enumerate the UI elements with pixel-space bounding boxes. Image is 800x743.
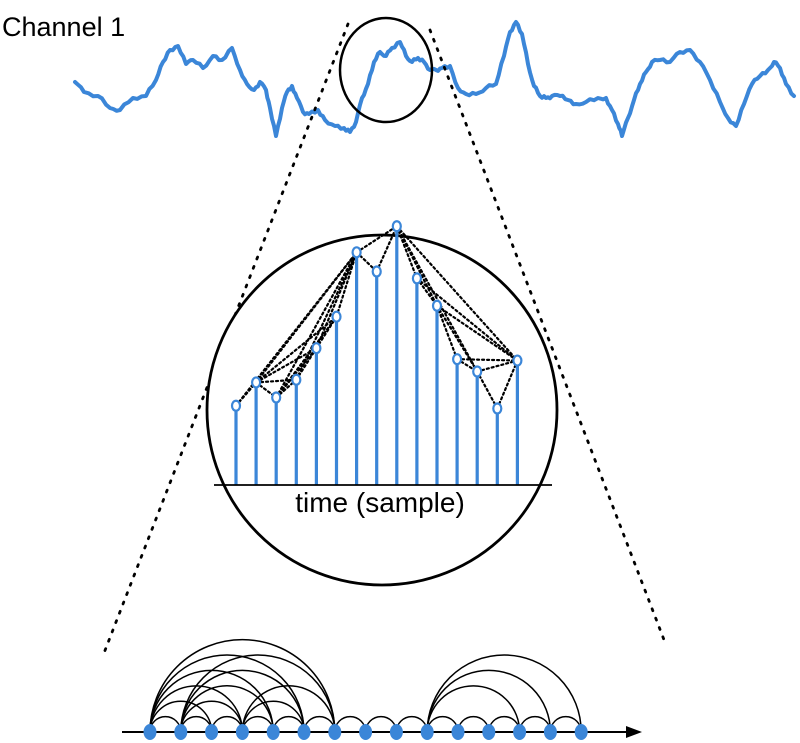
visibility-line	[315, 251, 358, 350]
graph-edge-arc	[180, 654, 336, 733]
projection-line-left	[102, 22, 350, 655]
visibility-line	[415, 277, 519, 362]
sample-point	[492, 402, 503, 415]
visibility-line	[476, 359, 519, 373]
graph-node	[328, 724, 342, 740]
graph-node	[574, 724, 588, 740]
time-axis-label: time (sample)	[295, 487, 465, 518]
sample-point	[351, 246, 362, 259]
projection-line-right	[428, 28, 668, 647]
sample-point	[291, 373, 302, 386]
visibility-line	[255, 315, 338, 384]
sample-point	[472, 365, 483, 378]
zoom-projection-lines	[102, 22, 668, 655]
graph-edge-arc	[426, 654, 582, 733]
graph-node	[266, 724, 280, 740]
graph-axis-arrowhead	[626, 726, 642, 738]
visibility-line	[255, 347, 318, 384]
sample-point	[371, 265, 382, 278]
visibility-line	[395, 225, 479, 373]
graph-edge-arc	[426, 669, 552, 733]
visibility-line	[476, 370, 499, 410]
graph-edge-arc	[149, 638, 336, 733]
zoom-source-circle	[338, 16, 434, 124]
zoom-circle	[205, 233, 559, 587]
visibility-line	[335, 251, 358, 318]
visibility-line	[355, 225, 398, 254]
visibility-line	[255, 378, 298, 384]
graph-node	[420, 724, 434, 740]
zoom-sample-plot	[230, 220, 523, 485]
visibility-line	[456, 358, 519, 362]
sample-point	[271, 391, 282, 404]
visibility-line	[435, 304, 459, 361]
graph-edge-arc	[426, 685, 521, 733]
visibility-graph-nodes	[143, 724, 588, 740]
graph-node	[174, 724, 188, 740]
graph-node	[389, 724, 403, 740]
visibility-lines	[234, 225, 519, 410]
visibility-line	[275, 251, 358, 399]
graph-edge-arc	[241, 685, 336, 733]
sample-point	[512, 354, 523, 367]
sample-point	[331, 310, 342, 323]
visibility-line	[395, 225, 418, 280]
graph-edge-arc	[241, 700, 305, 733]
sample-point	[411, 272, 422, 285]
graph-node	[235, 724, 249, 740]
graph-edge-arc	[149, 654, 305, 733]
graph-edge-arc	[180, 669, 305, 733]
sample-point	[311, 342, 322, 355]
graph-node	[451, 724, 465, 740]
graph-node	[482, 724, 496, 740]
sample-point	[452, 353, 463, 366]
visibility-line	[395, 225, 519, 362]
visibility-graph-edges	[149, 638, 582, 733]
graph-edge-arc	[149, 700, 213, 733]
sample-point	[391, 220, 402, 233]
channel-label: Channel 1	[2, 12, 125, 42]
visibility-line	[255, 251, 358, 384]
graph-node	[543, 724, 557, 740]
sample-point	[251, 376, 262, 389]
sample-point	[431, 299, 443, 312]
sample-point	[230, 399, 242, 412]
graph-node	[513, 724, 527, 740]
visibility-line	[435, 304, 479, 373]
graph-node	[297, 724, 311, 740]
visibility-line	[375, 225, 398, 273]
graph-node	[205, 724, 219, 740]
visibility-line	[435, 304, 519, 362]
graph-edge-arc	[180, 685, 274, 733]
visibility-line	[496, 359, 519, 410]
graph-edge-arc	[180, 700, 244, 733]
graph-node	[143, 724, 157, 740]
graph-node	[359, 724, 373, 740]
